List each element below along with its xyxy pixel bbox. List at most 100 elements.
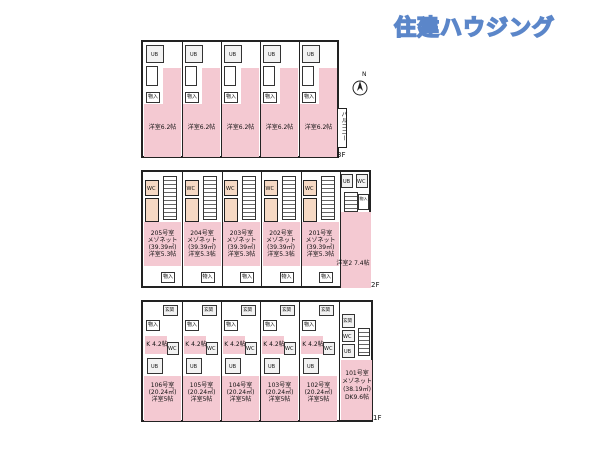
unit-3f-room: 洋室6.2帖	[261, 104, 298, 157]
unit-1f-room: 103号室(20.24㎡)洋室5帖	[261, 376, 298, 421]
unit-2f-room: 202号室メゾネット(39.39㎡)洋室5.3帖	[262, 222, 300, 266]
unit-3f-bath-label: UB	[190, 52, 198, 58]
unit-1f-kitchen: K 4.2帖	[145, 336, 168, 354]
unit-1f-wc: WC	[284, 342, 296, 355]
unit-1f-bath-label: UB	[229, 364, 237, 370]
unit-1f-area: (20.24㎡)	[265, 389, 294, 396]
unit-1f-storage-label: 物入	[186, 322, 197, 328]
unit-101-area: (38.19㎡)	[343, 386, 371, 393]
unit-1f-room: 105号室(20.24㎡)洋室5帖	[183, 376, 220, 421]
unit-3f-bath-label: UB	[151, 52, 159, 58]
unit-2f-wc-label: WC	[226, 186, 235, 192]
brand-logo: 住建ハウジング	[393, 15, 556, 42]
unit-3f-room: 洋室6.2帖	[222, 104, 259, 157]
unit-2f-wc: WC	[145, 180, 159, 196]
unit-101-entrance-label: 玄関	[343, 319, 352, 324]
unit-2f-number: 205号室	[150, 230, 175, 237]
extra-wc: WC	[356, 174, 368, 188]
unit-101-stairs	[358, 328, 370, 356]
unit-1f-kitchen-label: K 4.2帖	[263, 341, 285, 348]
unit-101-wc: WC	[342, 330, 355, 342]
unit-1f-bath: UB	[186, 358, 202, 374]
unit-2f-stairs	[163, 176, 177, 220]
unit-1f-bath-label: UB	[190, 364, 198, 370]
extra-storage: 物入	[358, 194, 369, 210]
unit-2f-storage-label: 物入	[162, 274, 173, 280]
unit-2f-area: (39.39㎡)	[306, 244, 335, 251]
unit-101-bath: UB	[342, 344, 355, 358]
unit-2f-wc-label: WC	[265, 186, 274, 192]
level-label-2f: 2F	[371, 281, 380, 289]
unit-3f-room-label: 洋室6.2帖	[148, 124, 177, 131]
unit-3f-bath: UB	[302, 45, 320, 63]
unit-3f-room-label: 洋室6.2帖	[265, 124, 294, 131]
unit-3f-room: 洋室6.2帖	[183, 104, 220, 157]
unit-1f-storage-label: 物入	[225, 322, 236, 328]
unit-2f-storage-label: 物入	[320, 274, 331, 280]
unit-3f-room-upper	[202, 68, 220, 104]
unit-3f-room-upper	[319, 68, 337, 104]
level-label-3f: 3F	[337, 151, 346, 159]
unit-3f-washroom	[224, 66, 236, 86]
unit-2f-room: 203号室メゾネット(39.39㎡)洋室5.3帖	[223, 222, 260, 266]
unit-1f-kitchen-label: K 4.2帖	[146, 341, 168, 348]
unit-2f-hall	[263, 198, 278, 222]
unit-2f-room-label: 洋室5.3帖	[188, 251, 216, 258]
unit-1f-number: 103号室	[267, 382, 292, 389]
unit-3f-storage: 物入	[185, 92, 199, 103]
unit-2f-wc-label: WC	[186, 186, 195, 192]
unit-1f-storage: 物入	[224, 320, 238, 331]
unit-3f-storage: 物入	[263, 92, 277, 103]
unit-2f-wc-label: WC	[147, 186, 156, 192]
unit-1f-number: 106号室	[150, 382, 175, 389]
unit-2f-stairs	[321, 176, 335, 220]
unit-3f-room-label: 洋室6.2帖	[187, 124, 216, 131]
unit-1f-area: (20.24㎡)	[148, 389, 177, 396]
unit-1f-wc: WC	[206, 342, 218, 355]
unit-2f-storage-label: 物入	[202, 274, 213, 280]
unit-1f-entrance: 玄関	[241, 305, 256, 316]
unit-2f-stairs	[281, 176, 296, 220]
extra-storage-label: 物入	[359, 196, 368, 201]
unit-3f-washroom	[302, 66, 314, 86]
unit-3f-room-label: 洋室6.2帖	[226, 124, 255, 131]
unit-1f-kitchen: K 4.2帖	[184, 336, 207, 354]
unit-2f-type: メゾネット	[226, 237, 257, 244]
extra-room-label: 洋室2 7.4帖	[336, 260, 370, 267]
unit-2f-stairs	[202, 176, 217, 220]
unit-101-bath-label: UB	[344, 349, 352, 355]
unit-1f-entrance-label: 玄関	[243, 308, 252, 313]
extra-bath: UB	[341, 174, 353, 188]
unit-2f-type: メゾネット	[265, 237, 296, 244]
unit-3f-bath: UB	[224, 45, 242, 63]
unit-101-number: 101号室	[345, 370, 369, 377]
unit-3f-room-upper	[241, 68, 259, 104]
unit-2f-area: (39.39㎡)	[188, 244, 216, 251]
unit-1f-room-label: 洋室5帖	[307, 396, 330, 403]
unit-1f-entrance-label: 玄関	[282, 308, 291, 313]
unit-1f-bath: UB	[303, 358, 319, 374]
unit-1f-wc: WC	[167, 342, 179, 355]
unit-1f-wc-label: WC	[285, 346, 294, 352]
unit-2f-room: 204号室メゾネット(39.39㎡)洋室5.3帖	[183, 222, 221, 266]
unit-1f-storage-label: 物入	[264, 322, 275, 328]
unit-1f-wc-label: WC	[168, 346, 177, 352]
unit-2f-hall	[145, 198, 159, 222]
unit-1f-kitchen: K 4.2帖	[223, 336, 246, 354]
unit-3f-storage-label: 物入	[264, 94, 275, 100]
unit-1f-storage-label: 物入	[147, 322, 158, 328]
unit-3f-storage-label: 物入	[186, 94, 197, 100]
unit-2f-room-label: 洋室5.3帖	[306, 251, 335, 258]
unit-3f-bath: UB	[185, 45, 203, 63]
unit-1f-wc-label: WC	[246, 346, 255, 352]
balcony-label: バルコニー	[340, 111, 347, 141]
unit-101-room: DK9.6帖	[344, 394, 370, 401]
